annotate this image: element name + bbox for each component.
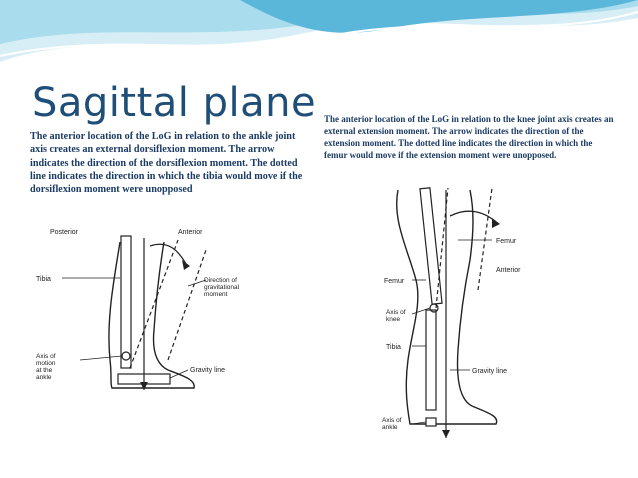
femur-bar [419, 187, 443, 305]
tibia-bar [425, 309, 437, 411]
ankle-axis-label-1: Axis of [382, 417, 402, 424]
axis-label-1: Axis of [36, 353, 56, 360]
knee-axis-label-2: knee [386, 316, 400, 323]
axis-label-4: ankle [36, 374, 52, 381]
ankle-diagram: Posterior Anterior Tibia Direction of gr… [36, 229, 240, 390]
moment-arrowhead [182, 260, 190, 270]
knee-axis-label-1: Axis of [386, 309, 406, 316]
ankle-axis-leader [411, 421, 427, 425]
gravity-line-label: Gravity line [472, 368, 507, 375]
tibia-bar [120, 235, 132, 369]
axis-label-2: motion [36, 360, 56, 367]
ankle-axis-label-2: ankle [382, 424, 398, 431]
ankle-figure: Posterior Anterior Tibia Direction of gr… [28, 210, 316, 406]
axis-label-3: at the [36, 367, 53, 374]
gravity-leader [169, 369, 189, 379]
gravity-line-label: Gravity line [190, 367, 225, 374]
moment-arrowhead [492, 218, 500, 228]
direction-label-1: Direction of [204, 277, 237, 284]
femur-dotted-line [435, 187, 449, 309]
anterior-label: Anterior [178, 229, 203, 236]
wave-dark [240, 0, 638, 33]
header-wave-banner [0, 0, 638, 62]
tibia-dotted-line [129, 239, 179, 369]
posterior-label: Posterior [50, 229, 79, 236]
gravity-arrowhead [140, 382, 148, 390]
wave-highlight [0, 11, 638, 57]
ankle-axis-marker [425, 417, 437, 427]
anterior-dotted-line [477, 187, 493, 291]
moment-arrow [149, 243, 187, 265]
leg-outline [396, 189, 498, 425]
right-caption: The anterior location of the LoG in rela… [324, 114, 614, 160]
left-caption: The anterior location of the LoG in rela… [30, 131, 303, 196]
tibia-label: Tibia [386, 344, 401, 351]
femur-top-label: Femur [496, 238, 517, 245]
knee-figure: Femur Anterior Femur Axis of knee Tibia … [346, 180, 614, 442]
anterior-label: Anterior [496, 267, 521, 274]
moment-dotted-line [167, 249, 207, 361]
direction-label-3: moment [204, 291, 228, 298]
knee-axis-leader [411, 307, 431, 315]
femur-side-label: Femur [384, 278, 405, 285]
leg-outline [108, 241, 195, 389]
direction-label-2: gravitational [204, 284, 240, 291]
tibia-label: Tibia [36, 276, 51, 283]
gravity-arrowhead [442, 430, 450, 438]
axis-leader [79, 355, 123, 361]
slide-title: Sagittal plane [32, 80, 317, 126]
knee-diagram: Femur Anterior Femur Axis of knee Tibia … [382, 187, 521, 438]
direction-leader [187, 279, 207, 287]
